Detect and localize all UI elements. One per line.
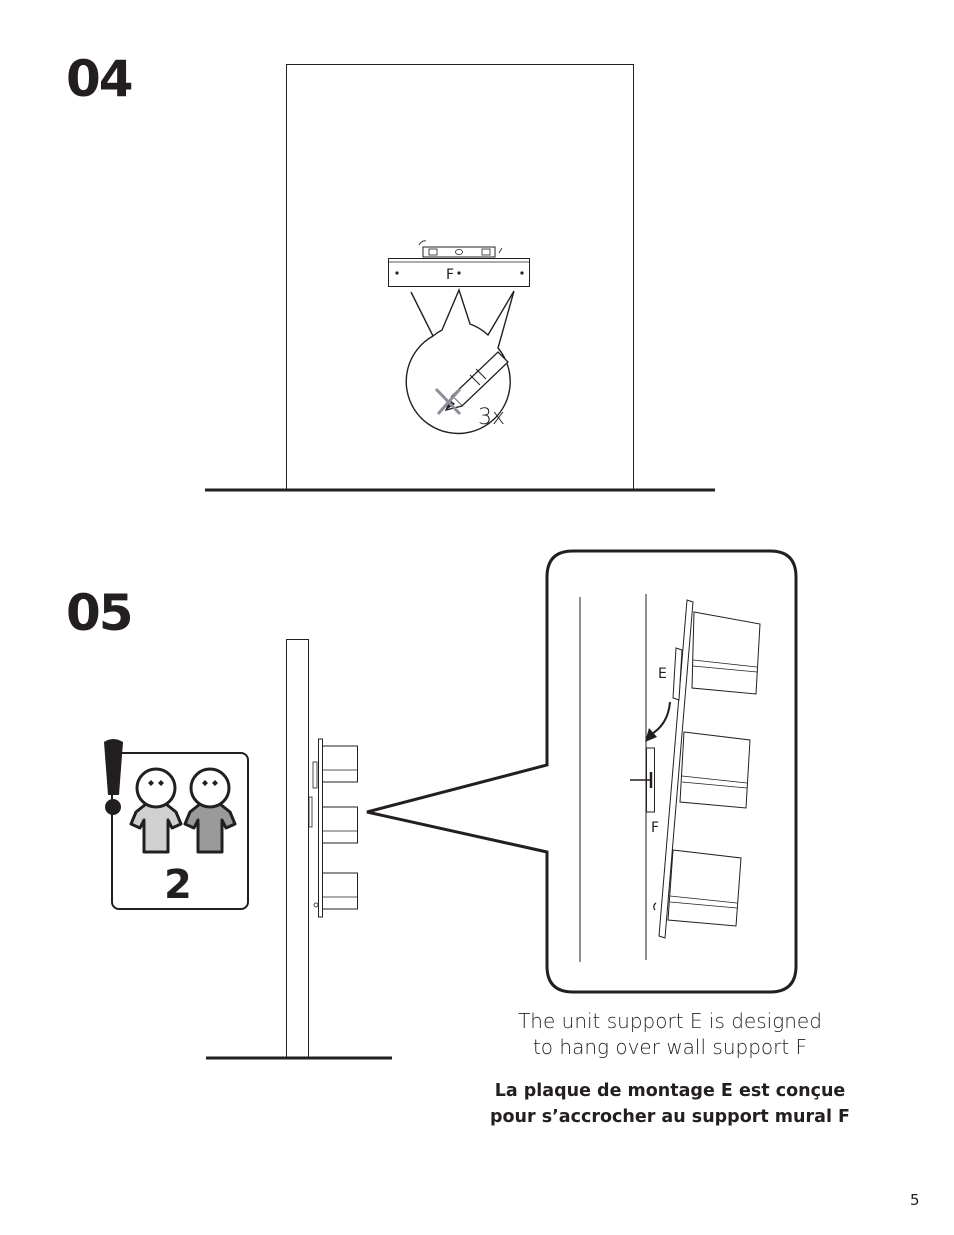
- two-person-warning: 2: [104, 739, 249, 910]
- repeat-label: 3x: [478, 405, 505, 430]
- mounted-unit: [308, 738, 358, 918]
- caption-fr-line-2: pour s’accrocher au support mural F: [489, 1107, 850, 1127]
- pencil-icon: [444, 351, 509, 411]
- detail-callout: E F: [366, 549, 798, 994]
- page-number: 5: [910, 1191, 920, 1209]
- step04-illustration: F 3x: [205, 64, 715, 492]
- label-unit-support-e: E: [658, 666, 667, 682]
- caption-french: La plaque de montage E est conçue pour s…: [470, 1078, 870, 1130]
- person-icon: [183, 767, 237, 854]
- caption-english: The unit support E is designed to hang o…: [480, 1008, 860, 1060]
- step-number-04: 04: [66, 50, 134, 108]
- person-icon: [129, 767, 183, 854]
- caption-en-line-2: to hang over wall support F: [532, 1035, 808, 1059]
- caption-fr-line-1: La plaque de montage E est conçue: [494, 1081, 846, 1101]
- exclamation-icon: [104, 739, 123, 815]
- step05-illustration: E F: [104, 549, 798, 1060]
- detail-bubble: 3x: [405, 288, 515, 435]
- wall-bracket-f: F: [388, 258, 530, 287]
- caption-en-line-1: The unit support E is designed: [518, 1009, 822, 1033]
- bracket-label-f: F: [446, 267, 454, 283]
- label-wall-support-f: F: [651, 820, 659, 836]
- spirit-level-icon: [418, 240, 503, 258]
- wall-side-panel: [286, 639, 309, 1058]
- people-count: 2: [164, 862, 192, 908]
- step-number-05: 05: [66, 584, 134, 642]
- mark-x-icon: [434, 387, 462, 416]
